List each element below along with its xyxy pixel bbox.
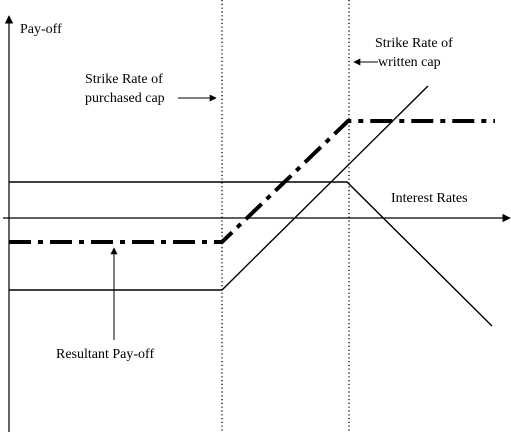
purchased-cap-label-line-1: Strike Rate of <box>85 72 163 87</box>
resultant-payoff-label: Resultant Pay-off <box>56 347 154 362</box>
y-axis-label: Pay-off <box>20 22 62 37</box>
written-cap-label-line-2: written cap <box>378 55 441 70</box>
x-axis-label: Interest Rates <box>391 191 468 206</box>
purchased-cap-label-line-2: purchased cap <box>85 91 165 106</box>
resultant-payoff-line <box>9 119 495 244</box>
purchased-cap-payoff-line <box>9 85 429 291</box>
written-cap-payoff-line <box>9 181 493 327</box>
written-cap-label-line-1: Strike Rate of <box>375 36 453 51</box>
